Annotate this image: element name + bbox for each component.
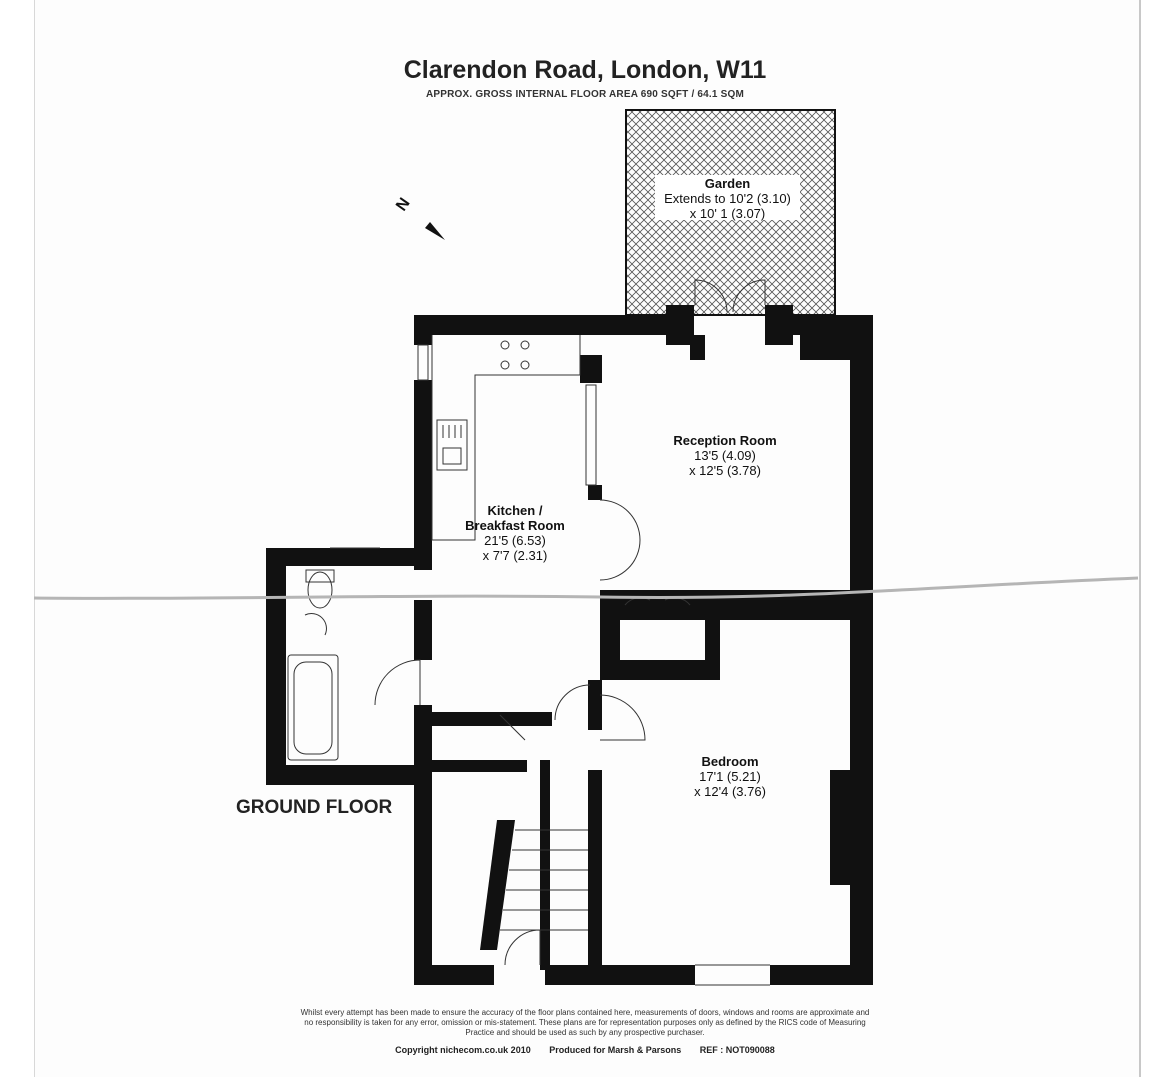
plan-sheet (34, 0, 1141, 1077)
bathroom-fittings (287, 569, 339, 761)
floor-area-subtitle: APPROX. GROSS INTERNAL FLOOR AREA 690 SQ… (425, 89, 745, 100)
footer-credits: Copyright nichecom.co.uk 2010 Produced f… (300, 1045, 870, 1055)
garden-name: Garden (704, 176, 751, 191)
reception-name: Reception Room (673, 433, 777, 448)
kitchen-name2: Breakfast Room (465, 518, 565, 533)
reception-dim1: 13'5 (4.09) (694, 448, 756, 463)
stairs (500, 829, 588, 931)
north-arrow-icon (425, 222, 445, 240)
disclaimer-text: Whilst every attempt has been made to en… (300, 1008, 870, 1037)
paper-fold (33, 576, 1139, 600)
kitchen-name1: Kitchen / (487, 503, 543, 518)
label-reception: Reception Room 13'5 (4.09) x 12'5 (3.78) (640, 433, 810, 478)
bedroom-name: Bedroom (701, 754, 759, 769)
kitchen-fittings (431, 335, 581, 541)
kitchen-dim1: 21'5 (6.53) (484, 533, 546, 548)
label-bedroom: Bedroom 17'1 (5.21) x 12'4 (3.76) (660, 754, 800, 799)
floor-label: GROUND FLOOR (236, 797, 393, 818)
bedroom-dim1: 17'1 (5.21) (699, 769, 761, 784)
reference-text: REF : NOT090088 (699, 1045, 775, 1055)
copyright-text: Copyright nichecom.co.uk 2010 (395, 1045, 531, 1055)
page-title: Clarendon Road, London, W11 (403, 56, 767, 84)
windows (330, 344, 770, 986)
label-garden: Garden Extends to 10'2 (3.10) x 10' 1 (3… (655, 176, 800, 221)
garden-dim2: x 10' 1 (3.07) (689, 206, 766, 221)
kitchen-dim2: x 7'7 (2.31) (482, 548, 548, 563)
reception-dim2: x 12'5 (3.78) (689, 463, 761, 478)
bedroom-dim2: x 12'4 (3.76) (694, 784, 766, 799)
garden-area (625, 109, 836, 316)
garden-dim1: Extends to 10'2 (3.10) (664, 191, 791, 206)
label-kitchen: Kitchen / Breakfast Room 21'5 (6.53) x 7… (445, 503, 585, 563)
produced-for-text: Produced for Marsh & Parsons (549, 1045, 682, 1055)
walls (266, 305, 873, 985)
